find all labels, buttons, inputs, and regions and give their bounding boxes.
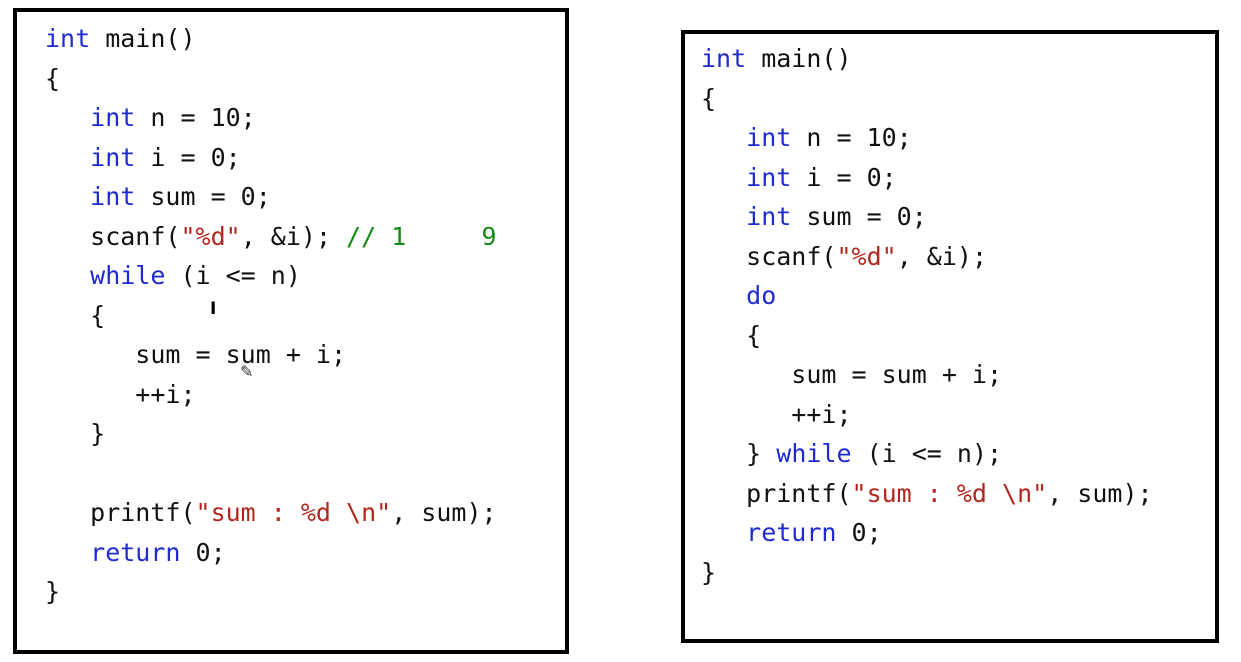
- code-line: ++i;: [45, 375, 497, 415]
- code-string: "sum : %d \n": [851, 478, 1048, 508]
- code-line: int i = 0;: [701, 158, 1153, 198]
- code-text: 0;: [180, 537, 226, 567]
- pencil-icon: ✎: [240, 362, 254, 381]
- code-keyword: while: [776, 439, 852, 468]
- code-text: [701, 163, 746, 192]
- code-block-while: int main() { int n = 10; int i = 0; int s…: [45, 19, 497, 612]
- code-text: [45, 143, 90, 172]
- code-text: printf(: [45, 498, 196, 527]
- code-text: sum = sum + i;: [45, 340, 347, 369]
- code-text: ++i;: [45, 379, 196, 409]
- code-text: [701, 123, 746, 152]
- code-line: ++i;: [701, 395, 1153, 435]
- text-cursor-icon: I: [210, 299, 217, 319]
- code-panel-while-loop: int main() { int n = 10; int i = 0; int s…: [13, 8, 569, 654]
- code-line: {: [701, 316, 1153, 356]
- code-text: n = 10;: [791, 123, 912, 152]
- code-keyword: int: [90, 103, 136, 132]
- code-keyword: do: [746, 281, 777, 310]
- code-text: [701, 518, 746, 547]
- code-text: [701, 281, 746, 310]
- code-panel-do-while-loop: int main() { int n = 10; int i = 0; int s…: [681, 30, 1219, 643]
- code-text: main(): [746, 44, 852, 73]
- code-text: , &i);: [896, 241, 987, 271]
- code-text: }: [701, 439, 777, 468]
- code-string: "%d": [836, 241, 897, 271]
- code-line: sum = sum + i;: [45, 335, 497, 375]
- code-text: (i <= n);: [851, 439, 1003, 468]
- code-line: } while (i <= n);: [701, 434, 1153, 474]
- code-text: 0;: [836, 518, 882, 547]
- code-text: [45, 538, 90, 567]
- code-text: ++i;: [701, 399, 852, 429]
- code-text: sum = 0;: [135, 182, 271, 211]
- code-keyword: int: [90, 182, 136, 211]
- code-keyword: int: [746, 162, 792, 192]
- code-line: scanf("%d", &i); // 1 9: [45, 217, 497, 257]
- code-text: sum = 0;: [791, 202, 927, 231]
- code-line: return 0;: [45, 533, 497, 573]
- code-text: [45, 261, 90, 290]
- code-line: {: [45, 59, 497, 99]
- code-string: "%d": [180, 221, 241, 251]
- code-text: main(): [90, 24, 196, 53]
- code-line: return 0;: [701, 513, 1153, 553]
- code-text: printf(: [701, 478, 852, 508]
- code-text: , sum);: [391, 498, 497, 527]
- code-line: int sum = 0;: [701, 197, 1153, 237]
- code-line: printf("sum : %d \n", sum);: [45, 493, 497, 533]
- code-text: , &i);: [240, 221, 347, 251]
- code-text: {: [701, 83, 717, 113]
- code-text: i = 0;: [791, 162, 897, 192]
- code-text: [45, 103, 90, 132]
- code-line: while (i <= n): [45, 256, 497, 296]
- code-text: , sum);: [1047, 478, 1153, 508]
- code-line: int main(): [45, 19, 497, 59]
- code-line: do: [701, 276, 1153, 316]
- code-keyword: while: [90, 261, 166, 290]
- code-line: }: [701, 553, 1153, 593]
- code-line: {: [701, 79, 1153, 119]
- code-text: }: [45, 419, 106, 448]
- code-keyword: int: [90, 142, 136, 172]
- code-line: sum = sum + i;: [701, 355, 1153, 395]
- code-keyword: int: [746, 123, 792, 152]
- code-line: scanf("%d", &i);: [701, 237, 1153, 277]
- code-line: {: [45, 296, 497, 336]
- code-text: scanf(: [701, 241, 837, 271]
- code-keyword: return: [746, 518, 837, 547]
- code-text: [701, 202, 746, 231]
- code-text: i = 0;: [135, 142, 241, 172]
- code-keyword: int: [701, 44, 747, 73]
- code-line: int sum = 0;: [45, 177, 497, 217]
- code-text: }: [701, 557, 717, 587]
- code-line: int i = 0;: [45, 138, 497, 178]
- code-line: int n = 10;: [701, 118, 1153, 158]
- code-text: {: [45, 300, 106, 330]
- code-keyword: return: [90, 537, 181, 567]
- code-line: printf("sum : %d \n", sum);: [701, 474, 1153, 514]
- code-comment: // 1 9: [346, 221, 497, 251]
- code-line: }: [45, 414, 497, 454]
- code-text: scanf(: [45, 221, 181, 251]
- code-text: {: [45, 63, 61, 93]
- code-text: (i <= n): [165, 261, 301, 290]
- code-text: sum = sum + i;: [701, 360, 1003, 389]
- code-line: int main(): [701, 39, 1153, 79]
- code-line: }: [45, 572, 497, 612]
- code-text: {: [701, 320, 762, 350]
- code-keyword: int: [45, 24, 91, 53]
- code-line: [45, 454, 497, 494]
- code-text: }: [45, 577, 61, 606]
- code-block-do-while: int main() { int n = 10; int i = 0; int s…: [701, 39, 1153, 592]
- code-text: n = 10;: [135, 103, 256, 132]
- code-line: int n = 10;: [45, 98, 497, 138]
- code-string: "sum : %d \n": [195, 498, 392, 527]
- code-keyword: int: [746, 202, 792, 231]
- code-text: [45, 182, 90, 211]
